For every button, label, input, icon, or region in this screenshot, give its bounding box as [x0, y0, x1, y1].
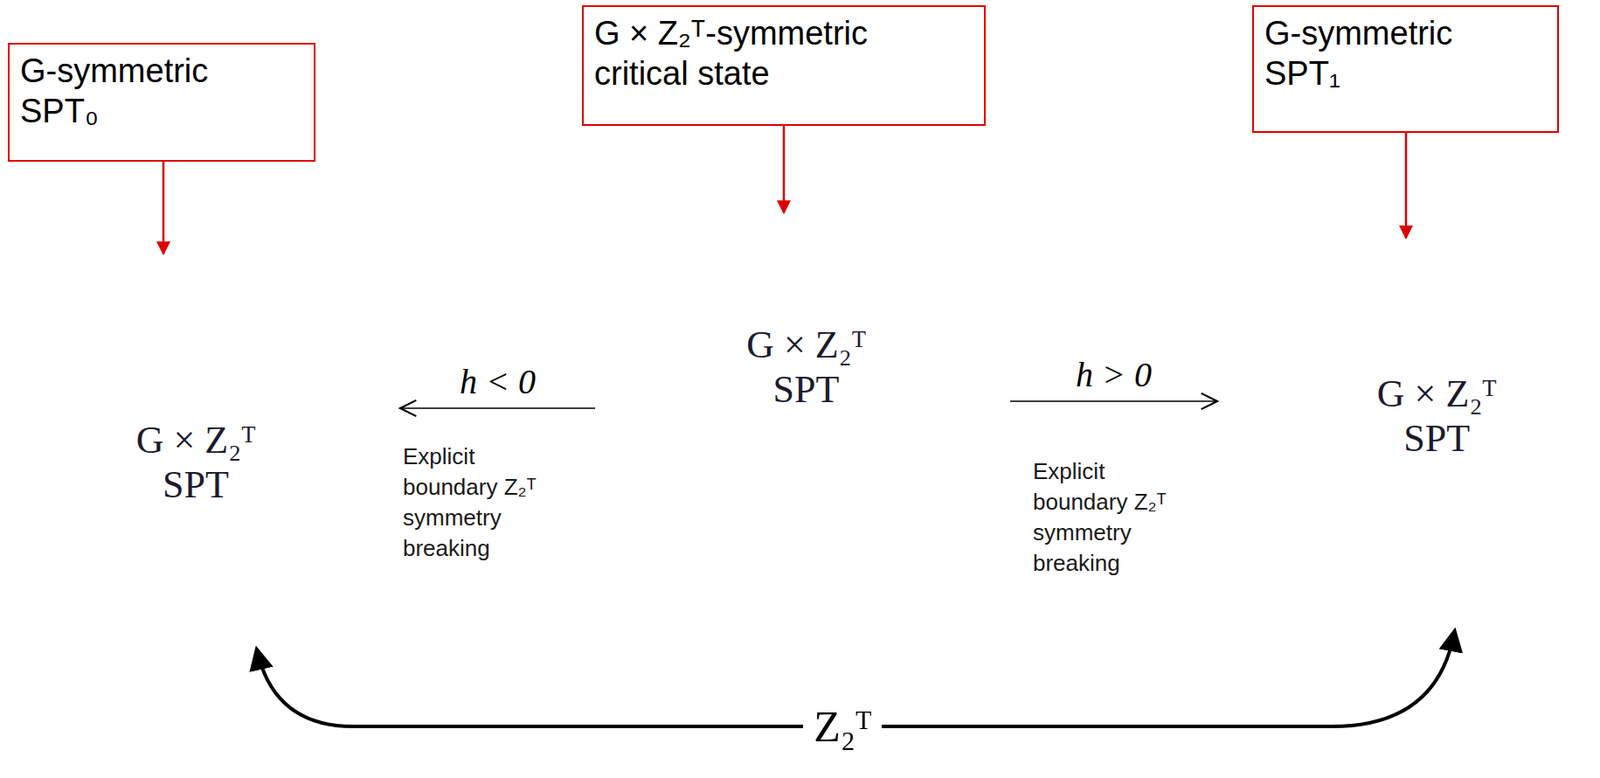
connector-arrow [1405, 132, 1408, 238]
callout-text: G-symmetric SPT₀ [20, 51, 250, 132]
cube-hidden-edge [19, 226, 375, 597]
edge-label: Z₂ᵀ [803, 702, 882, 751]
cube-label: G × Z₂ᵀSPT [746, 323, 866, 412]
cube-title: SPT [1377, 416, 1497, 462]
cube-top-face [19, 226, 375, 284]
connector-arrow [162, 161, 166, 255]
spt-cube: G × Z₂ᵀSPT [627, 183, 985, 603]
cube-top-face [1246, 210, 1594, 267]
cube-front-face [80, 262, 375, 641]
connector-arrow [782, 125, 786, 214]
cube-title: G × Z₂ᵀ [136, 418, 257, 464]
cube-edge [80, 262, 82, 641]
cube-outline [1246, 210, 1594, 623]
cube-edge [1305, 246, 1307, 624]
cube-title: G × Z₂ᵀ [1377, 372, 1497, 417]
side-note: Explicit boundary Z₂ᵀ symmetry breaking [402, 441, 559, 564]
callout-box: G-symmetric SPT₀ [7, 42, 316, 162]
cube-left-face [1246, 210, 1307, 623]
cube-edge [691, 221, 693, 600]
cube-silhouette [1246, 210, 1594, 623]
cube-label: G × Z₂ᵀSPT [1377, 372, 1497, 461]
cube-left-face [19, 226, 81, 641]
callout-text: G-symmetric SPT₁ [1264, 13, 1494, 94]
cube-back-face [224, 226, 375, 597]
callout-box: G-symmetric SPT₁ [1252, 5, 1559, 133]
cube-left-face [630, 185, 693, 600]
cube-outline [19, 226, 375, 641]
cube-silhouette [19, 226, 375, 641]
cube-silhouette [630, 185, 984, 600]
edge-label: h > 0 [1075, 355, 1152, 395]
spt-cube: G × Z₂ᵀSPT [15, 224, 376, 644]
cube-top-face [630, 185, 984, 243]
spt-cube: G × Z₂ᵀSPT [1242, 208, 1596, 625]
callout-box: G × Z₂ᵀ-symmetric critical state [581, 5, 986, 126]
edge-label: h < 0 [459, 362, 536, 402]
callout-text: G × Z₂ᵀ-symmetric critical state [594, 13, 962, 94]
cube-hidden-edge [630, 185, 984, 556]
cube-title: SPT [746, 367, 866, 413]
cube-title: SPT [136, 463, 257, 508]
cube-outline [630, 185, 984, 600]
connector-arrow [400, 407, 596, 409]
cube-hidden-edge [1246, 210, 1594, 579]
cube-front-face [1306, 246, 1594, 624]
cube-front-face [692, 221, 984, 600]
cube-label: G × Z₂ᵀSPT [136, 418, 257, 507]
cube-back-face [834, 185, 984, 556]
cube-title: G × Z₂ᵀ [746, 323, 866, 368]
side-note: Explicit boundary Z₂ᵀ symmetry breaking [1032, 456, 1189, 579]
connector-arrow [1010, 400, 1218, 402]
